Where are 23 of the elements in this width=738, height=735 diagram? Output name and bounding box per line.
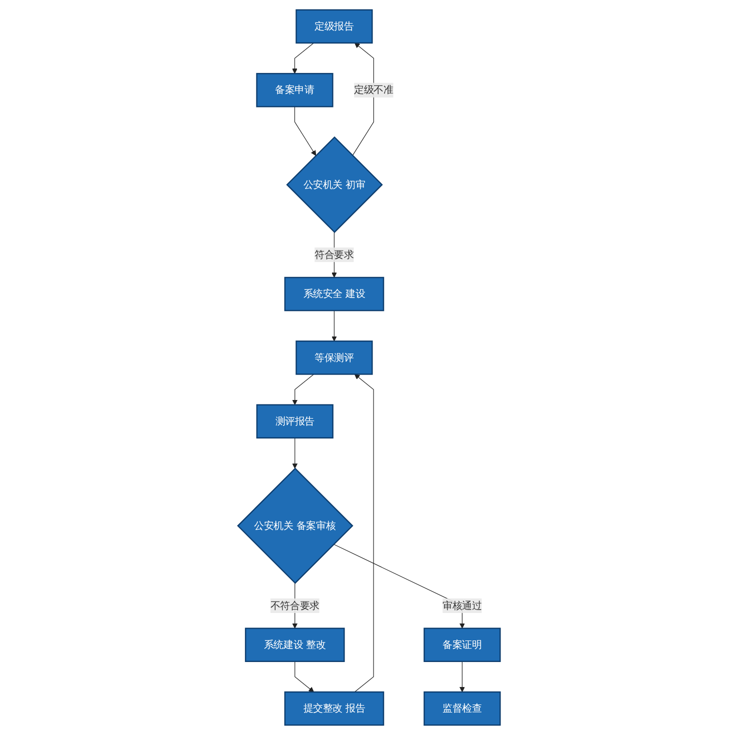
- arrow: [294, 106, 316, 156]
- arrow: [292, 438, 298, 469]
- node-diamond: 公安机关 备案审核: [237, 468, 354, 584]
- arrow: [459, 661, 465, 692]
- node-box: 系统安全 建设: [284, 276, 384, 312]
- edge-label: 符合要求: [314, 248, 354, 260]
- edge-label: 审核通过: [442, 600, 482, 612]
- node-diamond: 公安机关 初审: [286, 136, 383, 234]
- edge-label: 不符合要求: [270, 600, 320, 612]
- node-box: 监督检查: [424, 691, 501, 726]
- arrow: [292, 42, 314, 74]
- node-box: 备案申请: [256, 72, 334, 108]
- node-box: 系统建设 整改: [244, 628, 345, 662]
- arrow: [331, 310, 337, 342]
- arrow: [294, 661, 314, 692]
- node-box: 测评报告: [256, 404, 334, 439]
- edge-label: 定级不准: [354, 84, 394, 96]
- node-box: 等保测评: [296, 340, 373, 375]
- node-box: 定级报告: [296, 9, 373, 44]
- node-box: 提交整改 报告: [284, 691, 384, 726]
- arrow: [292, 374, 314, 406]
- node-box: 备案证明: [424, 628, 501, 662]
- arrow: [354, 374, 374, 692]
